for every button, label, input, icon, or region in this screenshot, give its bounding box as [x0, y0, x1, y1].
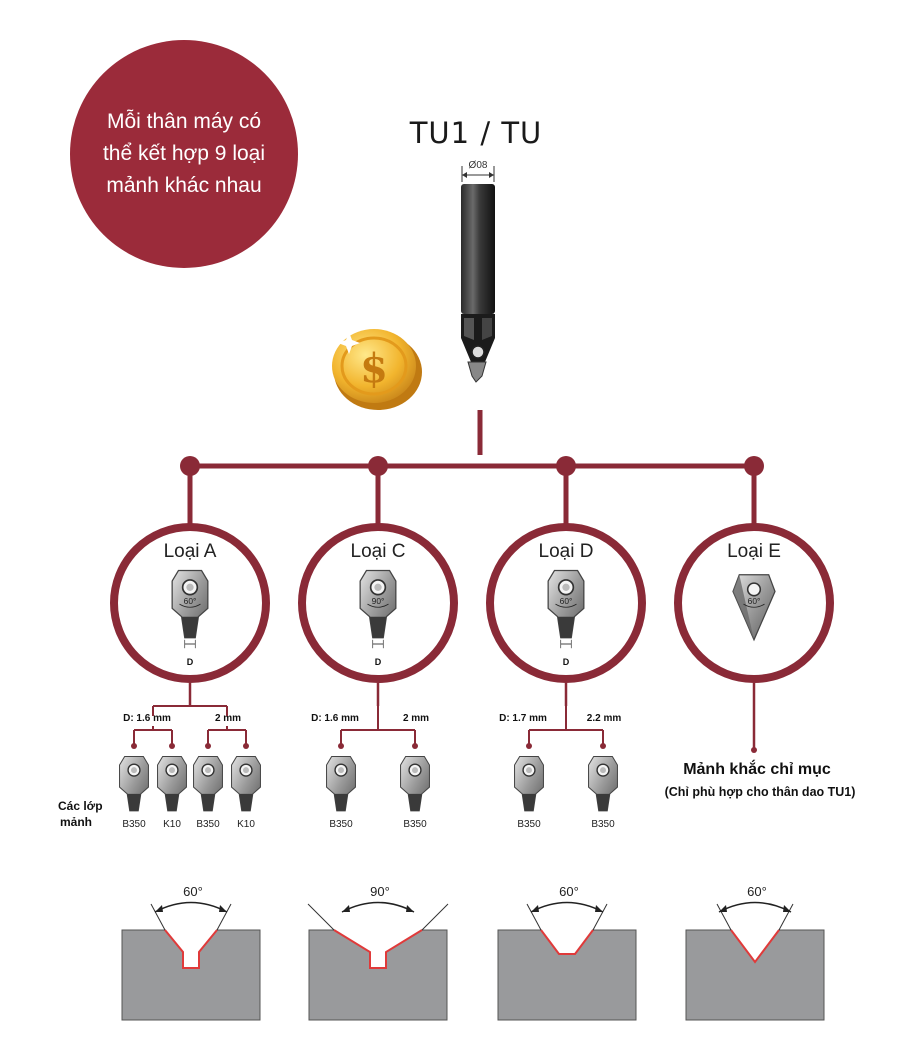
type-insert-icon: 60° [732, 574, 776, 642]
layers-label-line-2: mảnh [60, 815, 92, 829]
size-label: 2 mm [403, 713, 429, 724]
type-d-label: D [563, 657, 570, 667]
workpiece-block [497, 929, 637, 1021]
cut-profiles: 60° 90° 60° 60° [121, 884, 825, 1021]
type-label: Loại D [539, 541, 594, 562]
size-label: D: 1.6 mm [123, 713, 171, 724]
cut-edge [164, 929, 218, 969]
insert-icon [119, 755, 149, 812]
insert-grade: B350 [329, 819, 353, 830]
type-4: Loại E 60° [674, 523, 834, 753]
cut-edge [730, 929, 780, 964]
profile-angle: 60° [747, 884, 767, 899]
size-label: 2.2 mm [587, 713, 622, 724]
type-insert-icon: 60° [547, 569, 585, 649]
type-2: Loại C 90° D D: 1.6 mm 2 mm B350 B350 [298, 523, 458, 830]
insert-grade: B350 [517, 819, 541, 830]
insert-icon [326, 755, 356, 812]
insert-icon [193, 755, 223, 812]
size-label: D: 1.6 mm [311, 713, 359, 724]
layers-label-line-1: Các lớp [58, 799, 103, 813]
insert-icon [588, 755, 618, 812]
svg-text:60°: 60° [184, 596, 197, 606]
info-badge: Mỗi thân máy có thể kết hợp 9 loại mảnh … [70, 40, 298, 268]
cut-edge [333, 929, 423, 969]
insert-grade: B350 [403, 819, 427, 830]
profile-angle: 60° [183, 884, 203, 899]
type-label: Loại A [164, 541, 217, 562]
insert-icon [231, 755, 261, 812]
badge-line-3: mảnh khác nhau [106, 174, 261, 197]
type-label: Loại E [727, 541, 781, 562]
type-e-note-title: Mảnh khắc chỉ mục [683, 759, 831, 778]
type-e-note-subtitle: (Chỉ phù hợp cho thân dao TU1) [665, 785, 856, 799]
svg-text:$: $ [360, 345, 388, 392]
insert-grade: K10 [237, 819, 255, 830]
profile-angle: 60° [559, 884, 579, 899]
insert-icon [400, 755, 430, 812]
insert-icon [514, 755, 544, 812]
type-insert-icon: 90° [359, 569, 397, 649]
type-label: Loại C [351, 541, 406, 562]
insert-icon [157, 755, 187, 812]
tool-title: TU1 / TU [409, 116, 543, 150]
insert-grade: B350 [196, 819, 220, 830]
insert-grade: K10 [163, 819, 181, 830]
workpiece-block [685, 929, 825, 1021]
type-1: Loại A 60° D D: 1.6 mm 2 mm B350 K10 B350 K10 [110, 523, 270, 830]
cut-edge [540, 929, 594, 955]
insert-grade: B350 [591, 819, 615, 830]
badge-line-2: thể kết hợp 9 loại [103, 142, 265, 165]
svg-text:90°: 90° [372, 596, 385, 606]
badge-line-1: Mỗi thân máy có [107, 110, 261, 133]
profile-4: 60° [685, 884, 825, 1021]
badge-circle [70, 40, 298, 268]
profile-1: 60° [121, 884, 261, 1021]
type-insert-icon: 60° [171, 569, 209, 649]
workpiece-block [121, 929, 261, 1021]
insert-grade: B350 [122, 819, 146, 830]
workpiece-block [308, 929, 448, 1021]
profile-angle: 90° [370, 884, 390, 899]
profile-3: 60° [497, 884, 637, 1021]
svg-text:60°: 60° [560, 596, 573, 606]
tool-diameter: Ø08 [469, 160, 488, 171]
type-d-label: D [375, 657, 382, 667]
svg-text:60°: 60° [748, 596, 761, 606]
connector-tree [180, 410, 764, 528]
size-label: 2 mm [215, 713, 241, 724]
size-label: D: 1.7 mm [499, 713, 547, 724]
profile-2: 90° [307, 884, 449, 1021]
dollar-coin-icon: $ [332, 329, 422, 410]
type-3: Loại D 60° D D: 1.7 mm 2.2 mm B350 B350 [486, 523, 646, 830]
type-d-label: D [187, 657, 194, 667]
tool-holder: TU1 / TU Ø08 [409, 116, 543, 383]
